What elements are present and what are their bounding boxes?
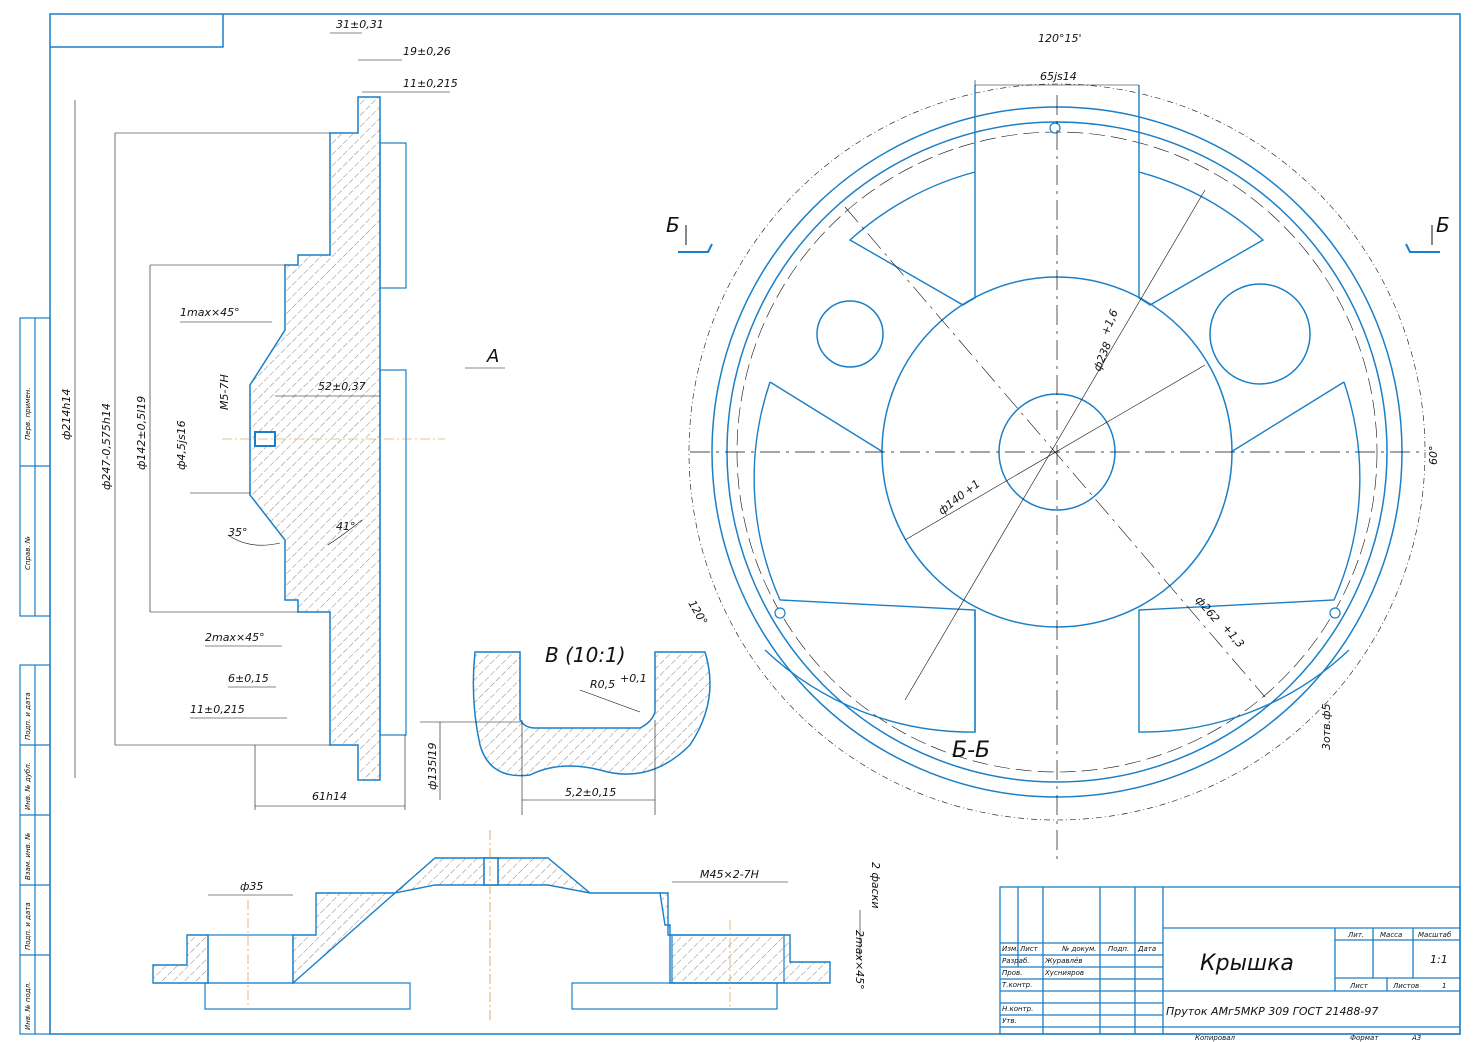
dim-6: 6±0,15 bbox=[228, 672, 269, 685]
title-part-name: Крышка bbox=[1200, 951, 1294, 976]
tb-sign: Подп. bbox=[1108, 945, 1129, 953]
dim-11: 11±0,215 bbox=[403, 77, 458, 90]
cut-label-right: Б bbox=[1436, 213, 1450, 237]
bottom-d35: ф35 bbox=[240, 880, 263, 893]
cut-label-left: Б bbox=[666, 213, 680, 237]
plan-section-label: Б-Б bbox=[952, 738, 990, 763]
strip-podp-data-1: Подп. и дата bbox=[24, 692, 32, 740]
tb-prov: Пров. bbox=[1002, 969, 1022, 977]
dim-61: 61h14 bbox=[312, 790, 347, 803]
section-hatch bbox=[249, 96, 381, 781]
plan-angle-120: 120° bbox=[685, 598, 710, 627]
section-dimension-lines bbox=[74, 32, 505, 810]
strip-inv-dubl: Инв. № дубл. bbox=[24, 762, 32, 810]
strip-vzam-inv: Взам. инв. № bbox=[24, 832, 32, 880]
detail-width: 5,2±0,15 bbox=[565, 786, 616, 799]
detail-title: В (10:1) bbox=[545, 643, 626, 667]
title-block-texts: Крышка Пруток АМг5МКР 309 ГОСТ 21488-97 … bbox=[1002, 931, 1452, 1042]
dim-d247: ф247-0,575h14 bbox=[100, 403, 113, 490]
detail-view: В (10:1) R0,5 +0,1 ф135l19 5,2±0,15 bbox=[420, 643, 711, 815]
plan-d238-tol: +1,6 bbox=[1099, 307, 1121, 337]
tb-scale-value: 1:1 bbox=[1430, 953, 1448, 966]
bottom-chamfer-note: 2 фаски bbox=[869, 862, 882, 908]
tb-sheets: Листов bbox=[1392, 982, 1419, 990]
plan-d238: ф238 bbox=[1091, 340, 1114, 373]
view-a-label: А bbox=[486, 346, 499, 367]
dim-angle-35: 35° bbox=[228, 526, 248, 539]
strip-sprav-no: Справ. № bbox=[24, 536, 32, 570]
strip-inv-podl: Инв. № подл. bbox=[24, 982, 32, 1030]
bottom-thread: M45×2-7H bbox=[700, 868, 759, 881]
detail-diam: ф135l19 bbox=[426, 743, 439, 790]
section-dimension-texts: 31±0,31 19±0,26 11±0,215 ф214h14 ф247-0,… bbox=[60, 18, 499, 803]
left-strip-labels: Перв. примен. Справ. № Подп. и дата Инв.… bbox=[24, 387, 32, 1030]
bottom-chamfer: 2max×45° bbox=[853, 930, 866, 990]
dim-thread-m5: M5-7H bbox=[218, 374, 231, 410]
tb-prov-name: Хуснияров bbox=[1044, 969, 1084, 977]
bottom-hatch bbox=[152, 934, 209, 984]
dim-31: 31±0,31 bbox=[336, 18, 384, 31]
tb-doc-no: № докум. bbox=[1061, 945, 1097, 953]
tb-format: Формат bbox=[1350, 1034, 1379, 1042]
tb-tkontr: Т.контр. bbox=[1002, 981, 1032, 989]
title-block bbox=[999, 886, 1461, 1035]
tb-razrab-name: Журавлёв bbox=[1044, 957, 1082, 965]
plan-width: 65js14 bbox=[1040, 70, 1077, 83]
dim-d214: ф214h14 bbox=[60, 389, 73, 440]
dim-d4-5: ф4,5js16 bbox=[175, 420, 188, 470]
tb-list: Лист bbox=[1019, 945, 1039, 953]
tb-sheets-value: 1 bbox=[1442, 982, 1446, 990]
detail-radius: R0,5 bbox=[590, 678, 615, 691]
dim-52: 52±0,37 bbox=[318, 380, 366, 393]
tb-scale: Масштаб bbox=[1418, 931, 1452, 939]
plan-view bbox=[678, 80, 1440, 860]
plan-d140-tol: +1 bbox=[962, 477, 983, 497]
detail-hatch bbox=[472, 651, 711, 777]
left-strip bbox=[19, 317, 51, 1035]
bottom-section-view: ф35 M45×2-7H 2max×45° 2 фаски bbox=[152, 830, 882, 1020]
tb-utv: Утв. bbox=[1002, 1017, 1017, 1025]
plan-angle-top: 120°15' bbox=[1038, 32, 1082, 45]
dim-11b: 11±0,215 bbox=[190, 703, 245, 716]
strip-perv-primen: Перв. примен. bbox=[24, 387, 32, 440]
plan-d262-tol: +1,3 bbox=[1220, 622, 1247, 651]
tb-format-value: А3 bbox=[1411, 1034, 1421, 1042]
tb-date: Дата bbox=[1137, 945, 1156, 953]
tb-nkontr: Н.контр. bbox=[1002, 1005, 1033, 1013]
dim-angle-41: 41° bbox=[336, 520, 356, 533]
dim-d142: ф142±0,5l19 bbox=[135, 396, 148, 470]
tb-kopiroval: Копировал bbox=[1195, 1034, 1236, 1042]
tb-mass: Масса bbox=[1380, 931, 1402, 939]
main-section-view bbox=[222, 96, 445, 781]
plan-angle-60: 60° bbox=[1427, 446, 1440, 466]
dim-chamfer1: 1max×45° bbox=[180, 306, 240, 319]
dim-chamfer2: 2max×45° bbox=[205, 631, 265, 644]
tb-razrab: Разраб. bbox=[1002, 957, 1030, 965]
tb-lit: Лит. bbox=[1347, 931, 1364, 939]
plan-d262: ф262 bbox=[1193, 594, 1223, 626]
tb-sheet: Лист bbox=[1349, 982, 1369, 990]
detail-radius-tol: +0,1 bbox=[620, 672, 647, 685]
tb-izm: Изм. bbox=[1002, 945, 1018, 953]
dim-19: 19±0,26 bbox=[403, 45, 451, 58]
plan-holes: 3отв.ф5 bbox=[1320, 703, 1333, 750]
plan-dimension-texts: 120°15' 65js14 ф238 +1,6 ф140 +1 ф262 +1… bbox=[666, 32, 1450, 763]
strip-podp-data-2: Подп. и дата bbox=[24, 902, 32, 950]
title-material: Пруток АМг5МКР 309 ГОСТ 21488-97 bbox=[1166, 1005, 1378, 1018]
